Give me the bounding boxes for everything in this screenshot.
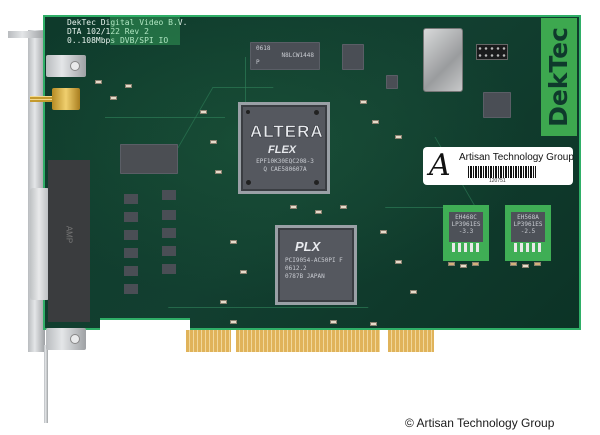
board-cutout (100, 320, 190, 332)
sma-connector (52, 88, 80, 110)
dektec-logo-block (541, 18, 577, 136)
copyright-watermark: © Artisan Technology Group (405, 416, 555, 430)
board-mount-tab-top (46, 55, 86, 77)
pin-header (476, 44, 508, 60)
asset-label-number: 120751 (489, 178, 506, 184)
plx-origin: 0787B JAPAN (285, 273, 325, 280)
asset-label-barcode (468, 166, 536, 178)
pci-edge-connector-main (236, 330, 380, 352)
fpga-part-number: EPF10K30EQC208-3 (256, 158, 314, 165)
fpga-lot-code: Q CAE580607A (263, 166, 307, 173)
regulator-1: EH468C LP3961ES -3.3 (449, 212, 483, 242)
pci-edge-connector-right (388, 330, 434, 352)
pci-edge-connector-left (186, 330, 231, 352)
driver-ic-array (112, 190, 182, 300)
silkscreen-highlight (110, 17, 180, 45)
asset-label-company: Artisan Technology Group (459, 152, 574, 163)
db25-connector-shell (30, 188, 50, 300)
connector-mark: AMP (64, 225, 74, 244)
memory-chip: 0618 N8LCW1448 P (250, 42, 320, 70)
relay-module (120, 144, 178, 174)
sma-pins (30, 96, 52, 102)
silkscreen-line-1: DekTec Digital Video B.V. (67, 18, 188, 27)
pci-bridge-chip: PLX PCI9054-AC50PI F 0612.2 0787B JAPAN (275, 225, 357, 305)
altera-logo: ALTERA (250, 122, 324, 142)
fpga-chip: ALTERA FLEX EPF10K30EQC208-3 Q CAE580607… (238, 102, 330, 194)
crystal-oscillator (423, 28, 463, 92)
small-qfp-chip (342, 44, 364, 70)
flex-logo: FLEX (268, 144, 297, 156)
bracket-top-tab (8, 31, 44, 38)
board-mount-tab-bottom (46, 328, 86, 350)
plx-logo: PLX (295, 239, 321, 254)
board-cutout-edge (100, 318, 190, 320)
asset-label: A Artisan Technology Group 120751 (423, 147, 574, 185)
plx-date-code: 0612.2 (285, 265, 307, 272)
plx-part-number: PCI9054-AC50PI F (285, 257, 343, 264)
asset-label-initial: A (429, 148, 451, 183)
regulator-2: EH568A LP3961ES -2.5 (511, 212, 545, 242)
dektec-logo-text: DekTec (544, 27, 573, 127)
silkscreen-line-2: DTA 102/122 Rev 2 (67, 27, 149, 36)
soic-chip (386, 75, 398, 89)
db25-connector: AMP (48, 160, 90, 322)
silkscreen-line-3: 0..108Mbps DVB/SPI IO (67, 36, 169, 45)
qfn-chip (483, 92, 511, 118)
bracket-tail (44, 345, 48, 423)
